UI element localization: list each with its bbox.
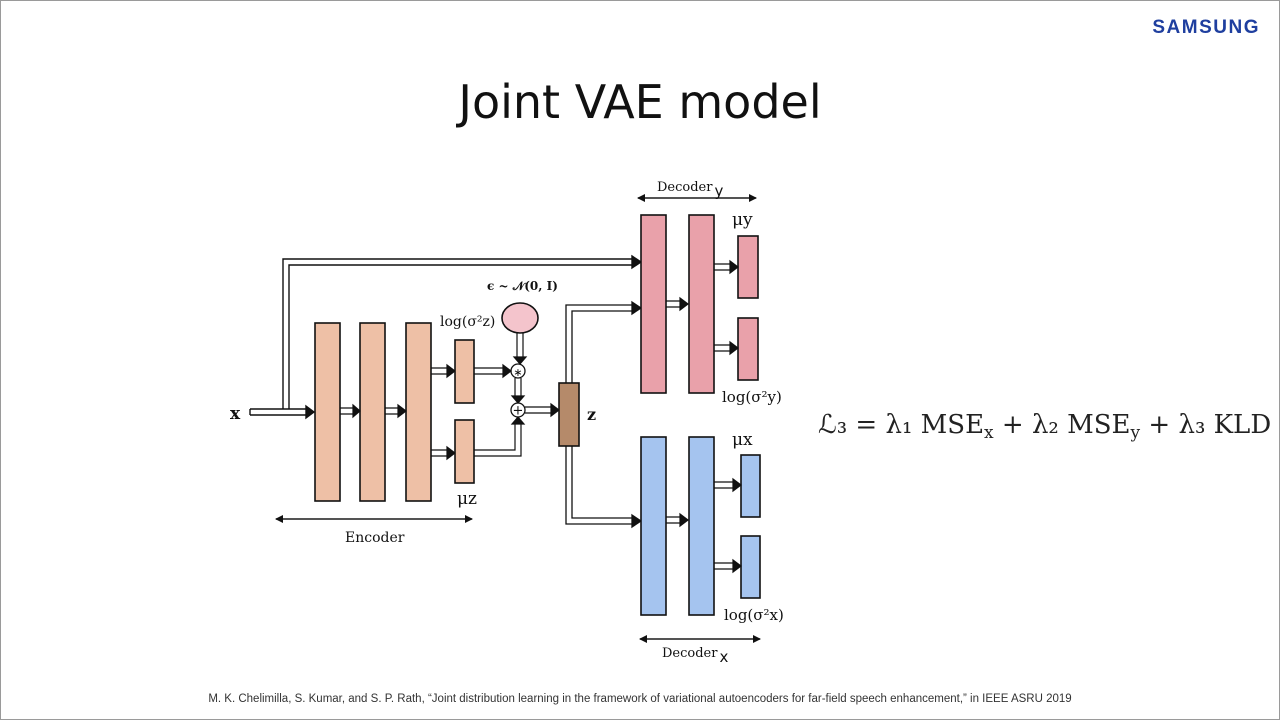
encoder-layer-3: [405, 322, 432, 502]
input-x-label: x: [230, 404, 241, 424]
mu-x-layer: [740, 454, 761, 518]
formula-mid1: + λ₂ MSE: [993, 410, 1131, 440]
decoder-x-layer-1: [640, 436, 667, 616]
mu-y-layer: [737, 235, 759, 299]
decoder-x-layer-2: [688, 436, 715, 616]
encoder-layer-2: [359, 322, 386, 502]
decoder-y-layer-2: [688, 214, 715, 394]
samsung-logo: SAMSUNG: [1152, 17, 1260, 38]
decoder-y-arrows: [666, 259, 739, 356]
noise-node: [501, 302, 539, 334]
mu-y-label: μy: [732, 210, 753, 230]
mu-x-label: μx: [732, 430, 753, 450]
encoder-label: Encoder: [345, 530, 405, 546]
loss-formula: ℒ₃ = λ₁ MSEx + λ₂ MSEy + λ₃ KLD: [818, 410, 1271, 443]
decoder-x-arrows: [666, 477, 742, 574]
slide-title: Joint VAE model: [458, 75, 822, 129]
latent-to-decoder-arrows: [565, 300, 643, 529]
decoder-y-layer-1: [640, 214, 667, 394]
log-sigma-x-label: log(σ²x): [724, 606, 784, 624]
mu-z-layer: [454, 419, 475, 484]
reparam-arrows: [474, 333, 560, 457]
citation: M. K. Chelimilla, S. Kumar, and S. P. Ra…: [208, 693, 1072, 705]
svg-text:∗: ∗: [513, 366, 522, 379]
log-sigma-y-label: log(σ²y): [722, 388, 782, 406]
formula-lhs: ℒ₃ = λ₁ MSE: [818, 410, 985, 440]
encoder-layer-1: [314, 322, 341, 502]
encoder-arrows: [340, 363, 456, 461]
formula-sub-x: x: [984, 423, 994, 443]
log-sigma-z-label: log(σ²z): [440, 314, 495, 330]
input-arrow: [249, 404, 316, 420]
latent-z-layer: [558, 382, 580, 447]
log-sigma-y-layer: [737, 317, 759, 381]
mu-z-label: μz: [457, 489, 477, 509]
svg-text:+: +: [513, 404, 524, 419]
formula-sub-y: y: [1130, 423, 1141, 443]
latent-z-label: z: [587, 405, 596, 424]
noise-label: ϵ ~ 𝒩(0, I): [487, 279, 558, 293]
log-sigma-x-layer: [740, 535, 761, 599]
formula-mid2: + λ₃ KLD: [1140, 410, 1272, 440]
log-sigma-z-layer: [454, 339, 475, 404]
span-arrows: [275, 194, 761, 643]
skip-connection-arrow: [282, 254, 643, 409]
